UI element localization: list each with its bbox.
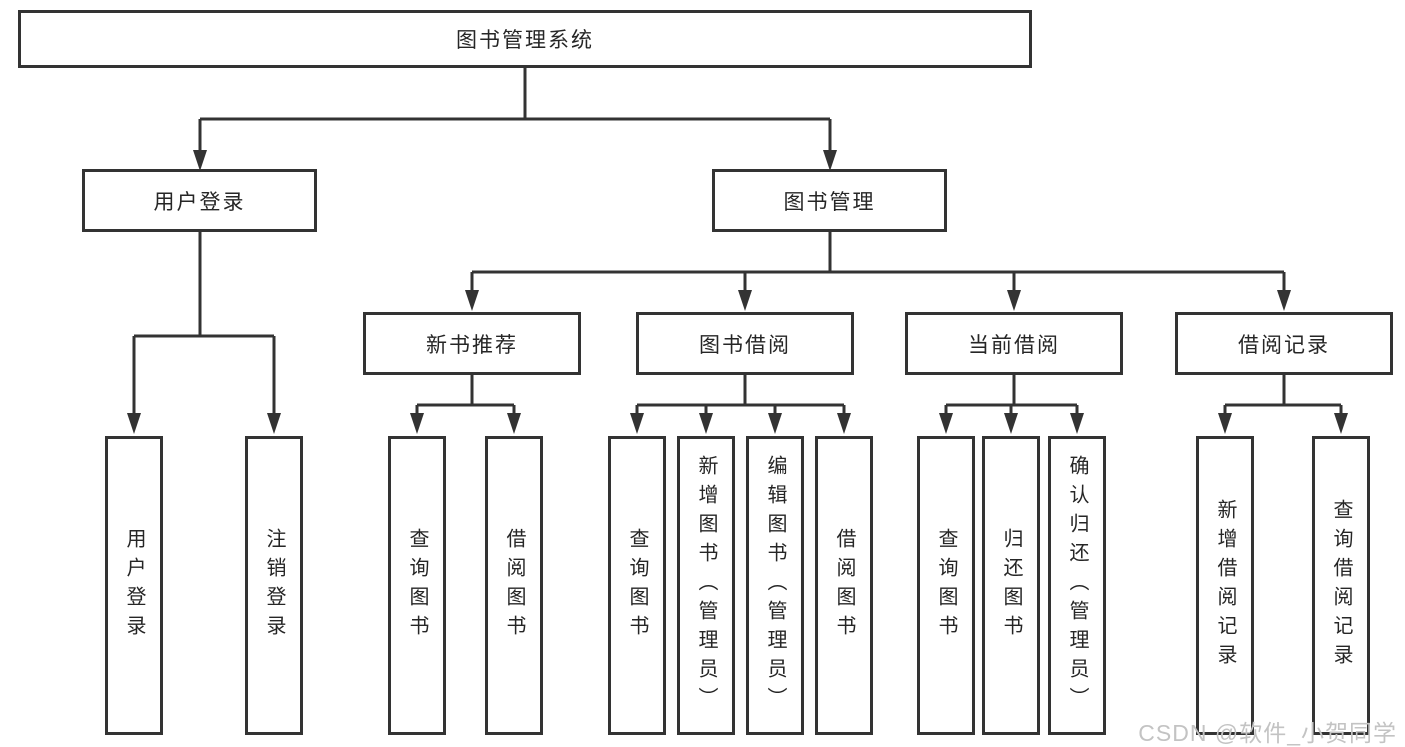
node-label: 用户登录 [123,527,145,644]
leaf-add-book-admin: 新增图书（管理员） [677,436,735,735]
leaf-confirm-return-admin: 确认归还（管理员） [1048,436,1106,735]
node-label: 用户登录 [153,190,246,214]
node-label: 图书管理系统 [456,29,594,52]
node-borrow-records: 借阅记录 [1175,312,1393,375]
node-library-system: 图书管理系统 [18,10,1032,68]
node-label: 查询图书 [626,527,648,644]
leaf-query-borrow-record: 查询借阅记录 [1312,436,1370,735]
node-book-borrow: 图书借阅 [636,312,854,375]
node-current-borrow: 当前借阅 [905,312,1123,375]
leaf-borrow-books-2: 借阅图书 [815,436,873,735]
node-label: 查询借阅记录 [1330,498,1352,673]
connector-recommend-to-leaves [415,375,516,416]
node-label: 图书借阅 [699,333,791,357]
node-new-book-recommend: 新书推荐 [363,312,581,375]
node-label: 图书管理 [783,190,876,214]
leaf-query-books-3: 查询图书 [917,436,975,735]
leaf-edit-book-admin: 编辑图书（管理员） [746,436,804,735]
node-label: 借阅记录 [1238,333,1330,357]
connector-current-to-leaves [944,375,1079,416]
connector-borrow-to-leaves [635,375,846,416]
leaf-borrow-books-1: 借阅图书 [485,436,543,735]
node-label: 当前借阅 [968,333,1060,357]
leaf-add-borrow-record: 新增借阅记录 [1196,436,1254,735]
leaf-query-books-1: 查询图书 [388,436,446,735]
node-label: 查询图书 [406,527,428,644]
connector-login-to-leaves [132,232,276,416]
node-label: 确认归还（管理员） [1066,455,1088,716]
node-label: 借阅图书 [503,527,525,644]
connector-mgmt-to-level3 [470,232,1286,293]
node-label: 新书推荐 [426,333,518,357]
node-book-management-group: 图书管理 [712,169,947,232]
node-label: 编辑图书（管理员） [764,455,786,716]
leaf-return-book: 归还图书 [982,436,1040,735]
node-label: 注销登录 [263,527,285,644]
leaf-logout: 注销登录 [245,436,303,735]
node-label: 归还图书 [1000,527,1022,644]
leaf-query-books-2: 查询图书 [608,436,666,735]
csdn-watermark: CSDN @软件_小贺同学 [1138,720,1397,746]
node-label: 新增图书（管理员） [695,455,717,716]
arrowheads [127,150,1348,434]
node-label: 查询图书 [935,527,957,644]
node-label: 新增借阅记录 [1214,498,1236,673]
leaf-user-login: 用户登录 [105,436,163,735]
connector-root-to-level2 [198,68,832,152]
node-label: 借阅图书 [833,527,855,644]
connector-records-to-leaves [1223,375,1343,416]
node-user-login-group: 用户登录 [82,169,317,232]
